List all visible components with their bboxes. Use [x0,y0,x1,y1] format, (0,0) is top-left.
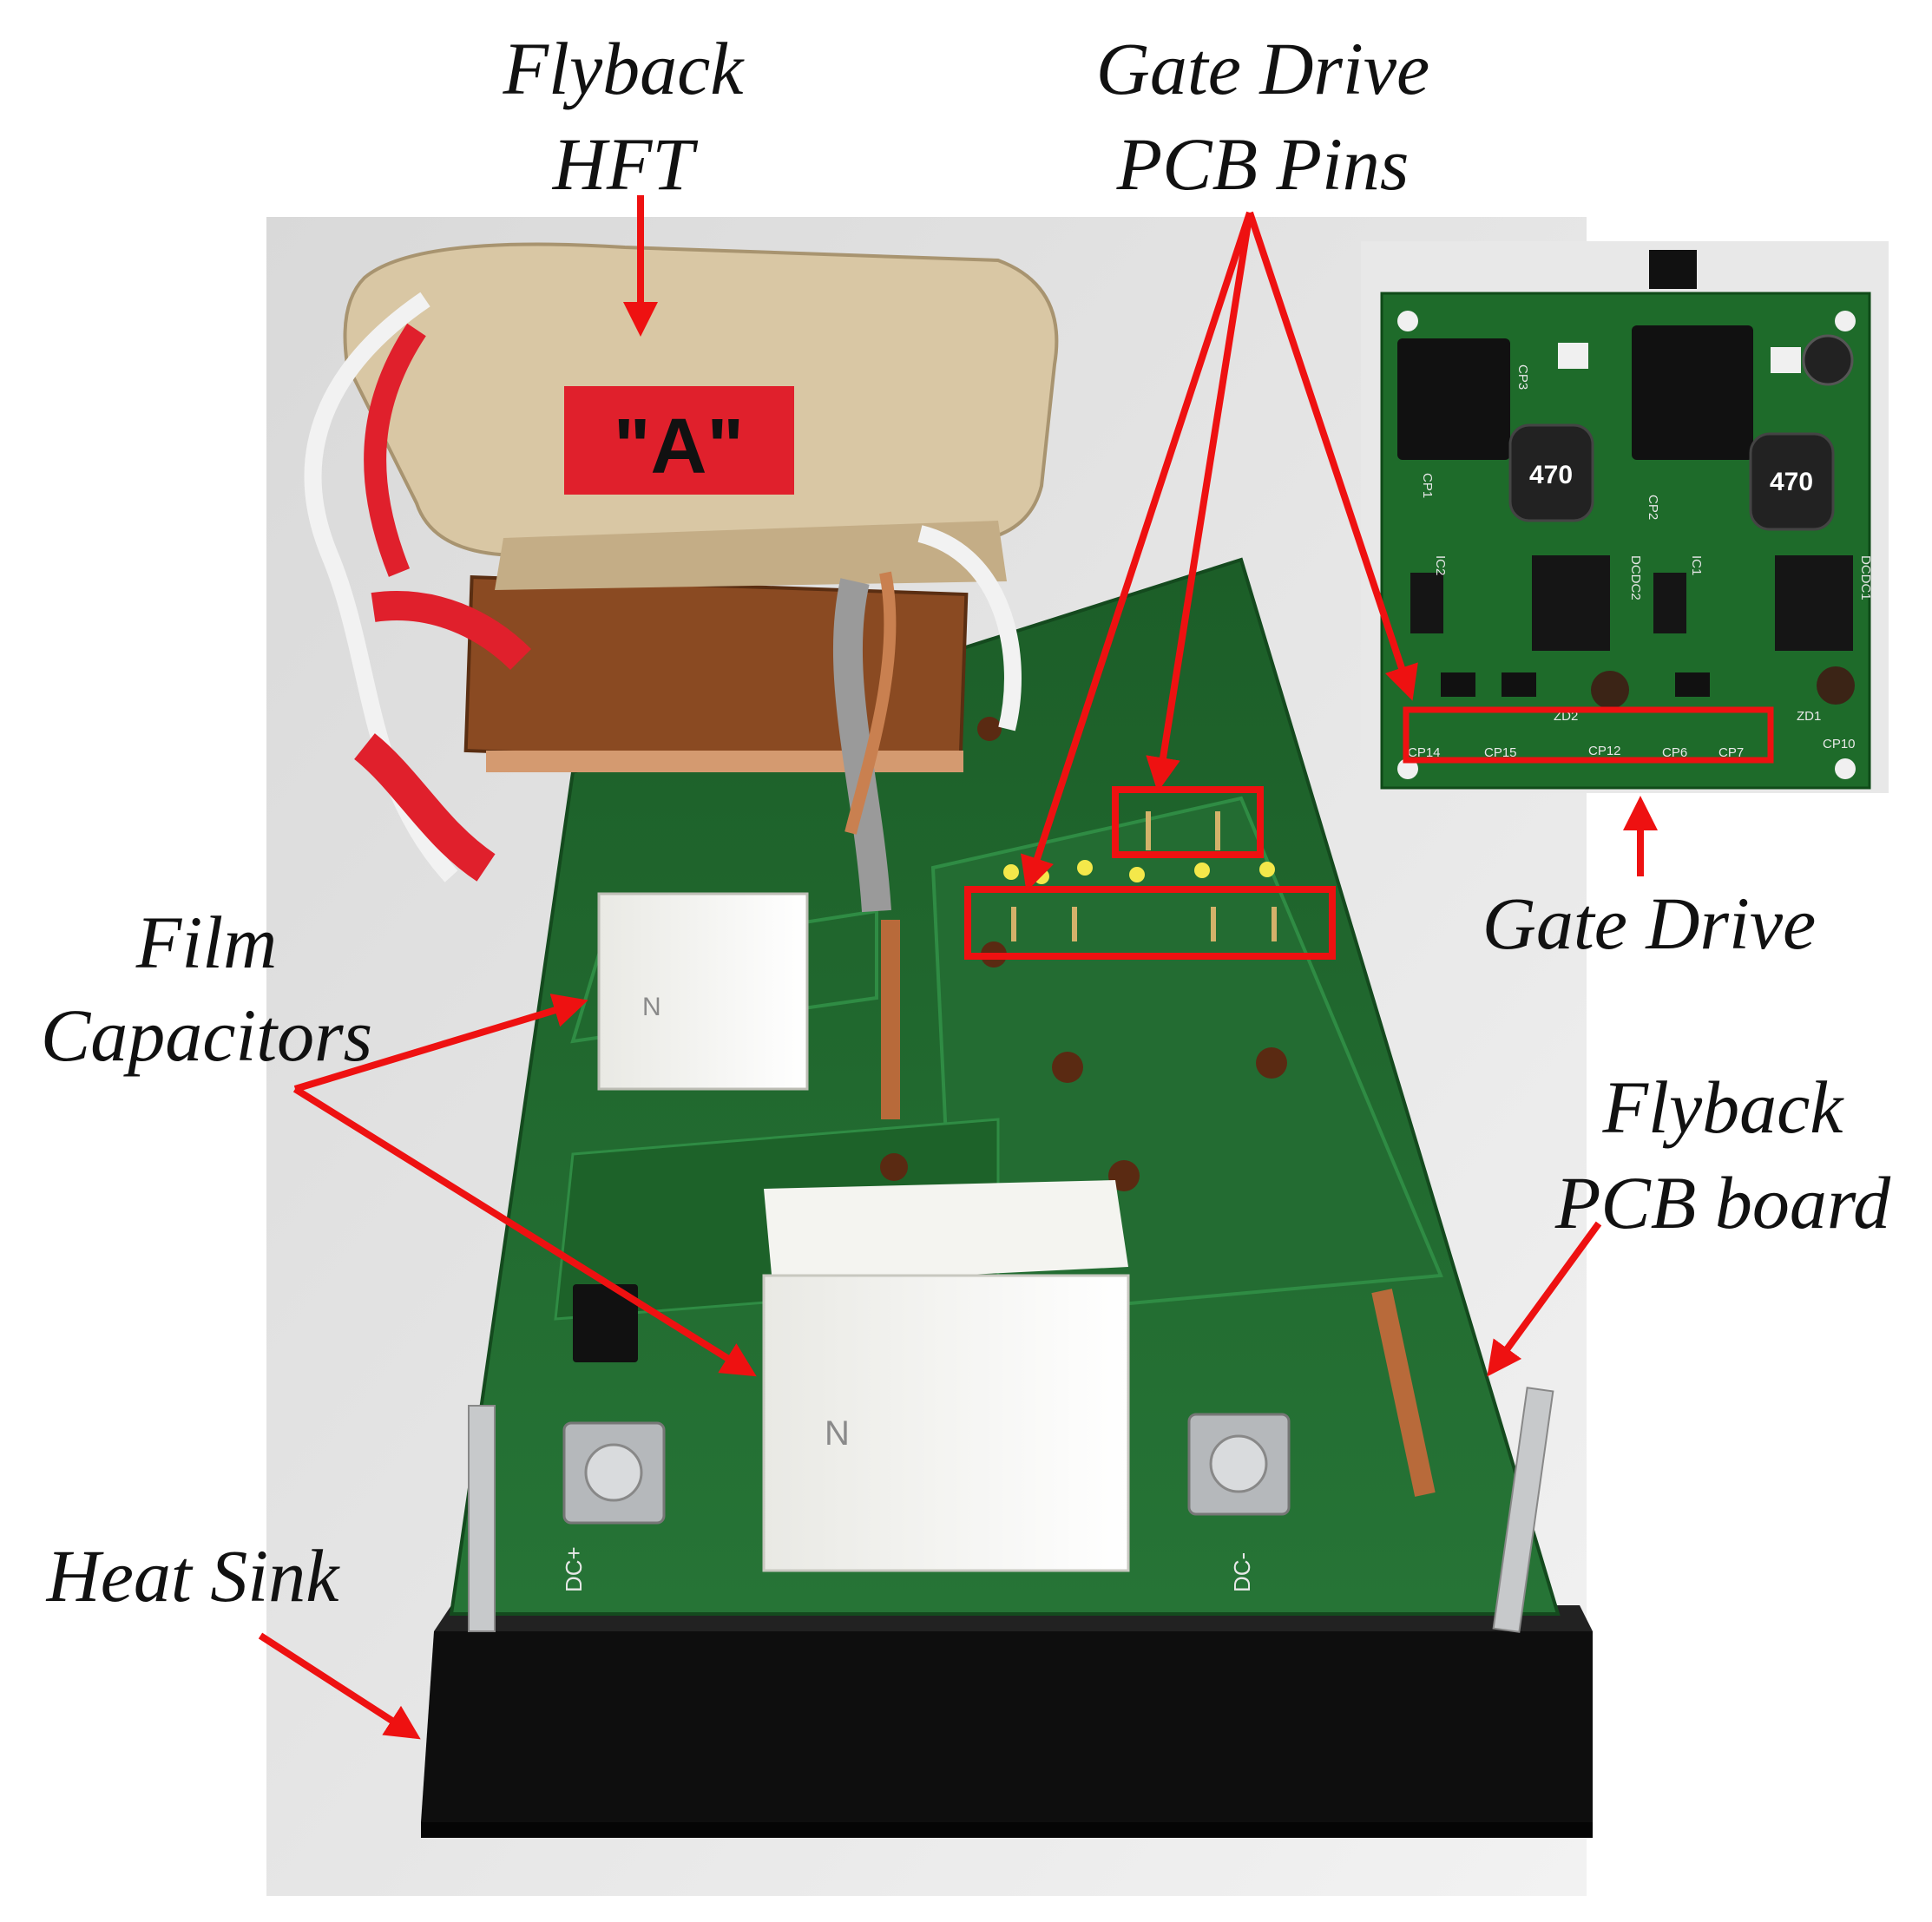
tape-letter: "A" [614,403,744,490]
svg-text:470: 470 [1770,468,1813,496]
svg-text:470: 470 [1529,461,1573,489]
dc-plus-terminal [562,1421,666,1525]
label-heat-sink: Heat Sink [46,1534,341,1617]
label-film-capacitors-line1: Film [135,901,277,984]
svg-text:CP10: CP10 [1823,737,1856,751]
svg-text:CP3: CP3 [1515,364,1530,390]
arrow-gate-pins-1 [1146,212,1253,792]
arrow-film-cap-2 [292,1086,757,1377]
heat-sink [421,1605,1593,1838]
svg-text:N: N [825,1414,850,1453]
gate-pins-highlight-box-upper [1112,786,1264,858]
arrow-flyback-pcb [1487,1221,1602,1377]
label-film-capacitors-line2: Capacitors [41,994,372,1077]
flyback-hft-transformer: "A" [304,242,1059,913]
gate-pins-highlight-box-lower [964,886,1336,960]
svg-text:CP12: CP12 [1588,744,1621,758]
svg-text:DCDC1: DCDC1 [1858,555,1873,600]
film-capacitor-large: N [762,1180,1130,1572]
film-capacitor-small: N [597,892,809,1091]
svg-text:CP15: CP15 [1484,745,1517,760]
arrow-gate-pins-2 [1021,211,1253,892]
svg-text:ZD1: ZD1 [1797,709,1821,724]
dc-minus-terminal [1187,1413,1291,1516]
gate-drive-inset-photo: 470 470 CP14 CP15 CP12 CP6 CP7 CP10 ZD2 … [1361,241,1889,793]
silk-dc-minus: DC- [1229,1552,1255,1592]
label-gate-drive-pins-line2: PCB Pins [1116,122,1410,206]
label-flyback-pcb-line1: Flyback [1602,1066,1845,1149]
label-flyback-hft-line1: Flyback [503,27,746,110]
label-flyback-hft-line2: HFT [552,122,699,206]
svg-text:N: N [642,993,661,1021]
label-flyback-pcb-line2: PCB board [1554,1161,1891,1244]
svg-text:DCDC2: DCDC2 [1628,555,1643,600]
label-gate-drive: Gate Drive [1482,882,1816,965]
svg-text:CP14: CP14 [1408,745,1441,760]
arrow-heat-sink [258,1632,421,1740]
arrow-film-cap-1 [293,994,588,1092]
svg-text:IC2: IC2 [1433,555,1448,575]
svg-text:CP1: CP1 [1420,473,1435,498]
inductor-470-left: 470 [1508,423,1594,522]
label-gate-drive-pins-line1: Gate Drive [1096,27,1429,110]
gate-drive-pins-highlight-box [1403,706,1774,764]
svg-text:CP2: CP2 [1646,495,1660,520]
svg-text:CP7: CP7 [1718,745,1744,760]
svg-text:CP6: CP6 [1662,745,1687,760]
inductor-470-right: 470 [1749,432,1835,531]
svg-text:IC1: IC1 [1689,555,1704,575]
arrow-gate-pins-3 [1246,211,1418,701]
silk-dc-plus: DC+ [561,1546,587,1592]
